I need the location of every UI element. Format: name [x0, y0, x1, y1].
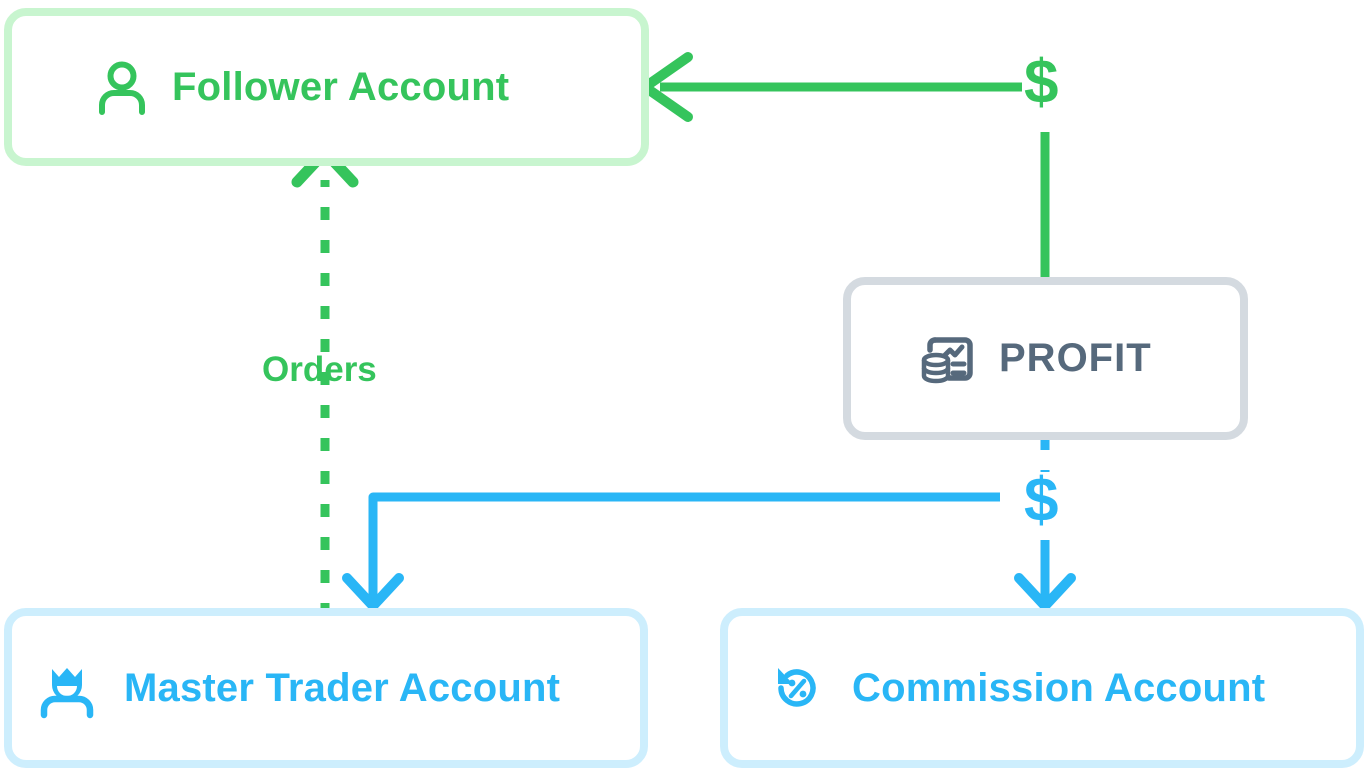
node-profit[interactable]: PROFIT — [843, 277, 1248, 440]
dollar-sign-green: $ — [1024, 48, 1059, 117]
node-follower-account[interactable]: Follower Account — [4, 8, 649, 166]
node-profit-label: PROFIT — [999, 336, 1152, 380]
node-master-trader-account[interactable]: Master Trader Account — [4, 608, 648, 768]
percent-refresh-icon — [768, 659, 826, 717]
orders-edge-label: Orders — [262, 350, 377, 389]
commission-inflow-arrowhead — [1014, 573, 1076, 611]
person-icon — [96, 59, 148, 115]
dollar-sign-blue: $ — [1024, 466, 1059, 535]
node-master-trader-account-label: Master Trader Account — [124, 665, 561, 710]
node-commission-account-label: Commission Account — [852, 665, 1266, 710]
crowned-person-icon — [36, 657, 98, 719]
node-follower-account-label: Follower Account — [172, 64, 510, 109]
financial-report-icon — [919, 330, 977, 388]
commission-to-master-arrowhead — [342, 573, 404, 611]
commission-to-master-elbow — [368, 492, 1000, 600]
node-commission-account[interactable]: Commission Account — [720, 608, 1364, 768]
